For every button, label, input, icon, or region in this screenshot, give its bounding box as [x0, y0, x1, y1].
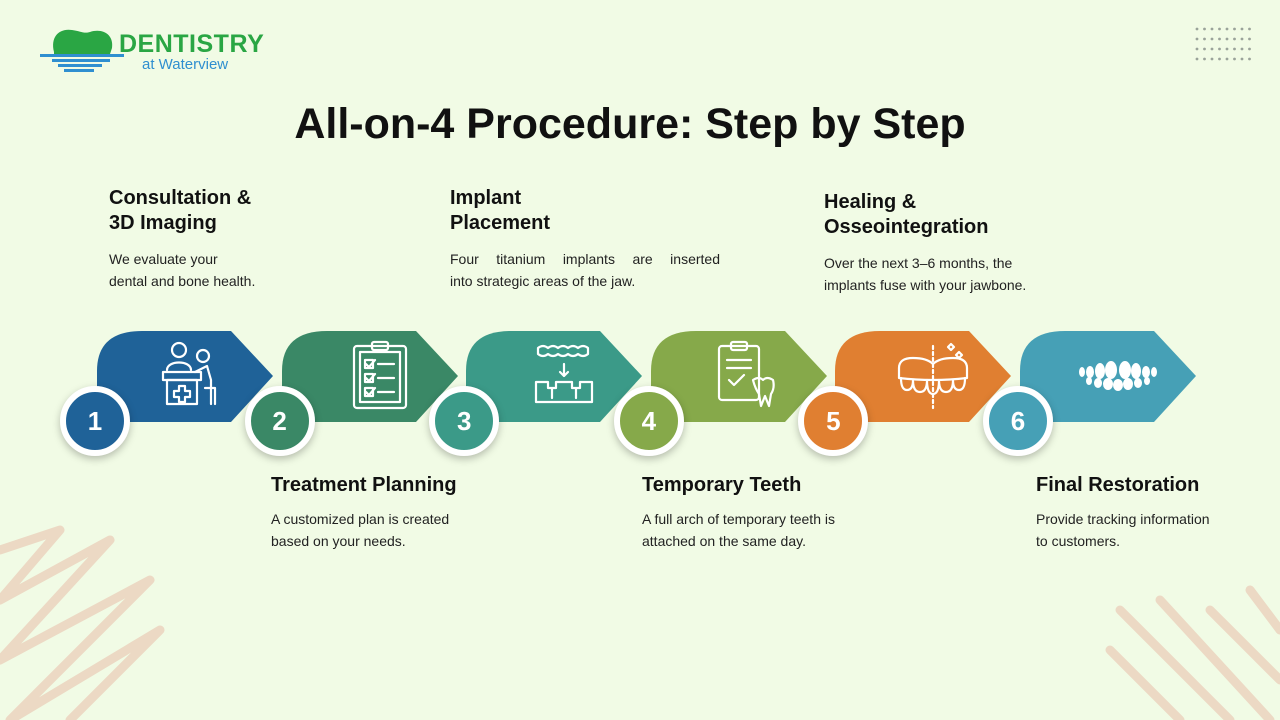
step-number-badge: 1: [60, 386, 130, 456]
logo-tooth-icon: [40, 29, 124, 72]
dot: [1218, 37, 1221, 41]
step-6-text: Final Restoration Provide tracking infor…: [1036, 473, 1236, 552]
dot: [1210, 47, 1214, 51]
sparkling-denture-icon: [898, 342, 969, 410]
dot: [1240, 37, 1244, 41]
step-number-badge: 4: [613, 386, 684, 456]
step-arrow-shape: [650, 331, 827, 422]
scribble-decoration-right: [1105, 585, 1280, 720]
dot: [1233, 37, 1236, 41]
clipboard-tooth-icon: [717, 340, 775, 408]
logo-subtitle: at Waterview: [142, 56, 229, 73]
dot: [1203, 37, 1206, 41]
dot: [1240, 27, 1244, 31]
dot: [1195, 57, 1199, 61]
implant-insertion-icon: [535, 344, 594, 404]
dot: [1195, 47, 1199, 51]
dot: [1248, 47, 1251, 51]
dot: [1233, 47, 1236, 51]
step-2-text: Treatment Planning A customized plan is …: [271, 473, 471, 552]
dot: [1210, 27, 1214, 31]
doctor-consultation-icon: [161, 341, 217, 406]
step-arrow-shape: [466, 331, 643, 422]
dot-grid-decoration: [1195, 27, 1251, 61]
scribble-decoration-left: [0, 525, 165, 720]
dot: [1225, 27, 1229, 31]
dot: [1248, 27, 1251, 31]
dot: [1203, 27, 1206, 31]
dot: [1195, 27, 1199, 31]
smile-teeth-icon: [1079, 361, 1157, 391]
dot: [1218, 27, 1221, 31]
step-number-badge: 3: [429, 386, 500, 456]
dot: [1240, 47, 1244, 51]
step-title: Temporary Teeth: [642, 474, 802, 496]
step-number-badge: 6: [983, 386, 1053, 456]
step-title: Treatment Planning: [271, 474, 457, 496]
dot: [1225, 37, 1229, 41]
dot: [1233, 57, 1236, 61]
step-arrow-shape: [97, 331, 273, 422]
dot: [1203, 47, 1206, 51]
step-title: Final Restoration: [1036, 474, 1200, 496]
dot: [1248, 57, 1251, 61]
logo-name: DENTISTRY: [119, 30, 265, 58]
dot: [1203, 57, 1206, 61]
dot: [1218, 47, 1221, 51]
step-4-text: Temporary Teeth A full arch of temporary…: [642, 473, 842, 552]
step-number-badge: 2: [244, 386, 315, 456]
dot: [1218, 57, 1221, 61]
step-5-text: Healing &Osseointegration Over the next …: [824, 190, 1026, 296]
step-number-badge: 5: [798, 386, 869, 456]
dot: [1225, 47, 1229, 51]
step-title: Healing &Osseointegration: [824, 191, 989, 238]
dot: [1210, 57, 1214, 61]
dot: [1233, 27, 1236, 31]
dot: [1240, 57, 1244, 61]
step-arrow-shape: [281, 331, 458, 422]
step-arrow-shape: [835, 331, 1012, 422]
checklist-clipboard-icon: [352, 340, 407, 410]
step-title: Consultation &3D Imaging: [109, 187, 252, 234]
step-1-text: Consultation &3D Imaging We evaluate you…: [109, 186, 309, 292]
dot: [1248, 37, 1251, 41]
page-title: All-on-4 Procedure: Step by Step: [294, 100, 966, 148]
dot: [1195, 37, 1199, 41]
dot: [1210, 37, 1214, 41]
dot: [1225, 57, 1229, 61]
